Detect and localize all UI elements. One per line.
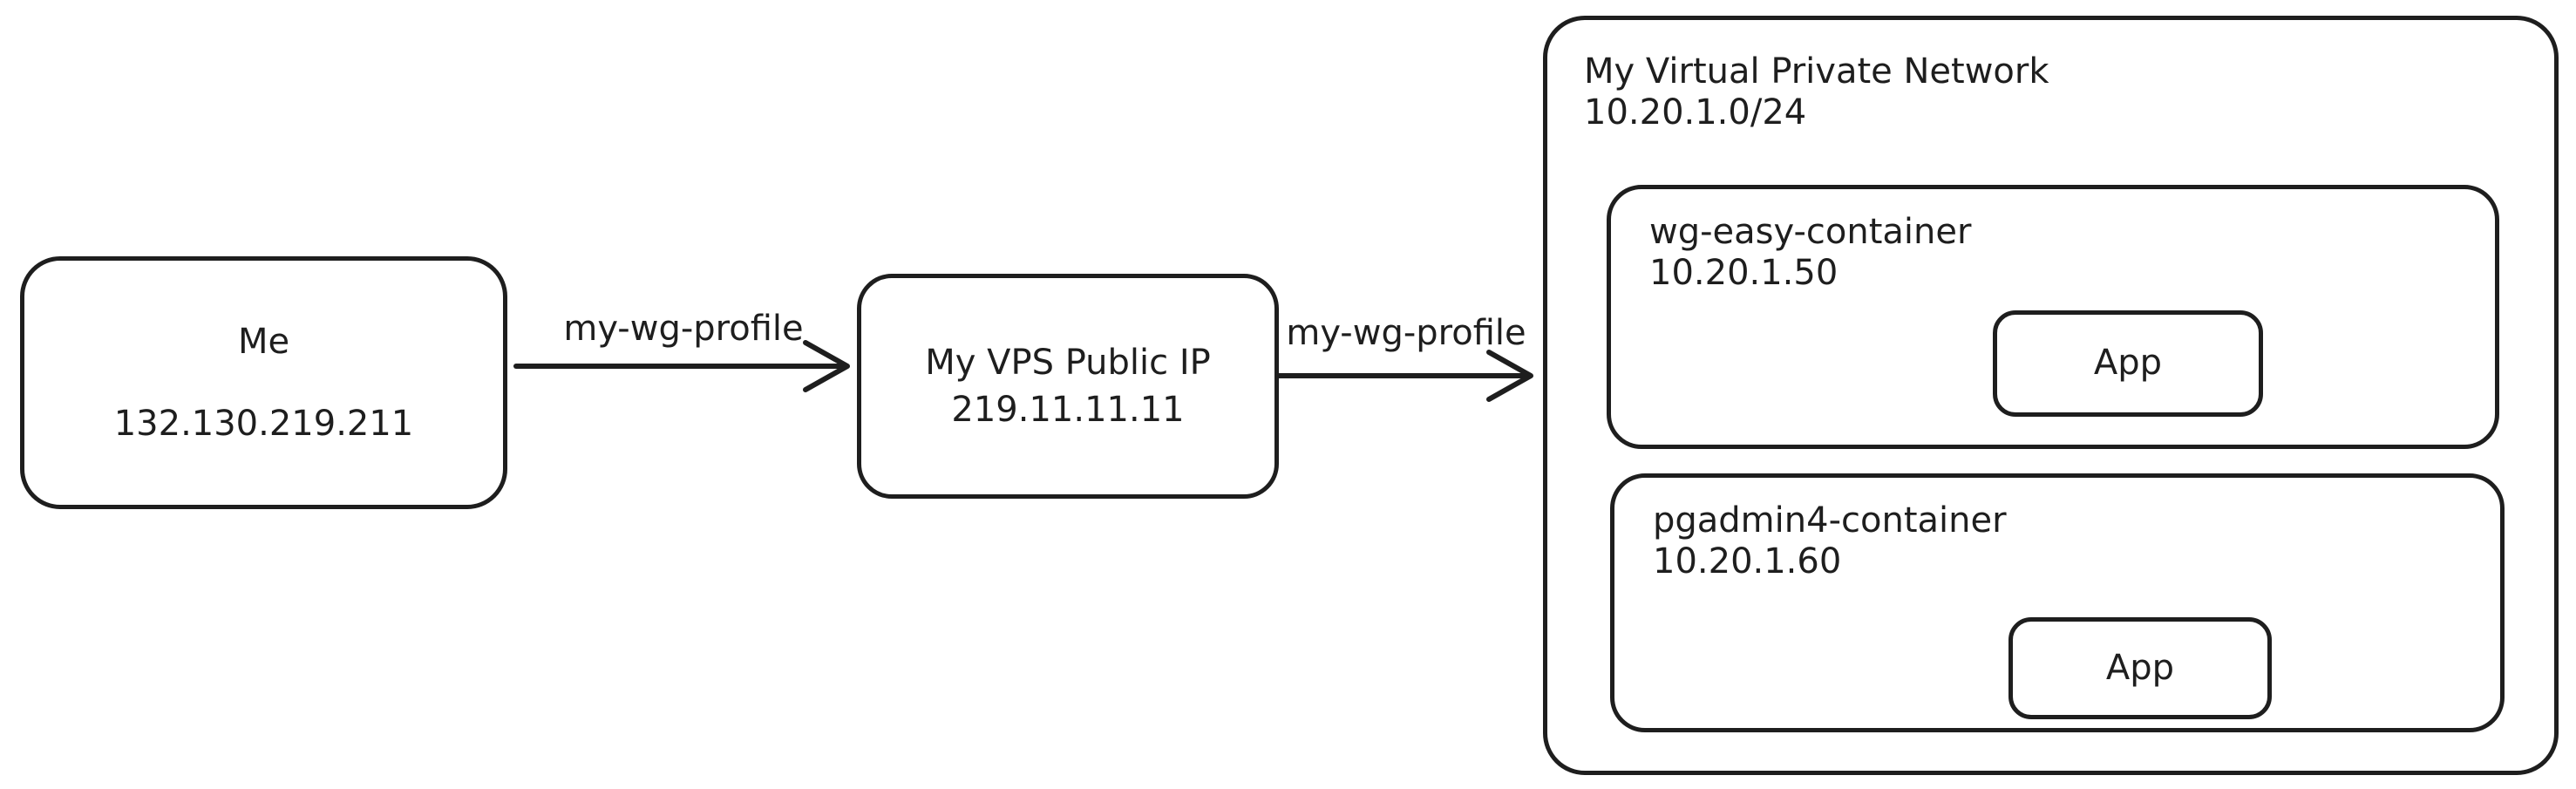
edge-label-my-wg-profile-1: my-wg-profile [563, 309, 804, 349]
node-vpn-cidr: 10.20.1.0/24 [1584, 92, 1807, 133]
node-me-ip: 132.130.219.211 [113, 404, 414, 444]
node-wg-easy-container: wg-easy-container 10.20.1.50 App [1607, 185, 2499, 449]
node-vps-title: My VPS Public IP [925, 343, 1211, 383]
node-pgadmin4-title: pgadmin4-container [1653, 500, 2007, 541]
node-app-wg-easy: App [1993, 310, 2263, 417]
node-me: Me 132.130.219.211 [20, 256, 507, 509]
arrow-vps-to-vpn [1276, 350, 1533, 402]
node-app-pgadmin4-label: App [2105, 647, 2175, 688]
node-pgadmin4-ip: 10.20.1.60 [1653, 541, 1842, 582]
edge-label-my-wg-profile-2: my-wg-profile [1286, 313, 1526, 353]
vpn-title-block: My Virtual Private Network 10.20.1.0/24 [1584, 51, 2049, 133]
node-vpn-title: My Virtual Private Network [1584, 51, 2049, 92]
pgadmin4-title-block: pgadmin4-container 10.20.1.60 [1653, 500, 2007, 582]
node-wg-easy-title: wg-easy-container [1649, 212, 1972, 252]
node-app-pgadmin4: App [2008, 617, 2272, 719]
arrow-me-to-vps [513, 340, 850, 392]
node-vpn-container: My Virtual Private Network 10.20.1.0/24 … [1543, 16, 2559, 775]
node-pgadmin4-container: pgadmin4-container 10.20.1.60 App [1610, 473, 2505, 732]
node-wg-easy-ip: 10.20.1.50 [1649, 253, 1839, 294]
node-vps-ip: 219.11.11.11 [951, 390, 1185, 430]
wg-easy-title-block: wg-easy-container 10.20.1.50 [1649, 212, 1971, 294]
node-app-wg-easy-label: App [2093, 343, 2163, 384]
node-vps: My VPS Public IP 219.11.11.11 [857, 274, 1279, 499]
node-me-title: Me [237, 322, 290, 362]
